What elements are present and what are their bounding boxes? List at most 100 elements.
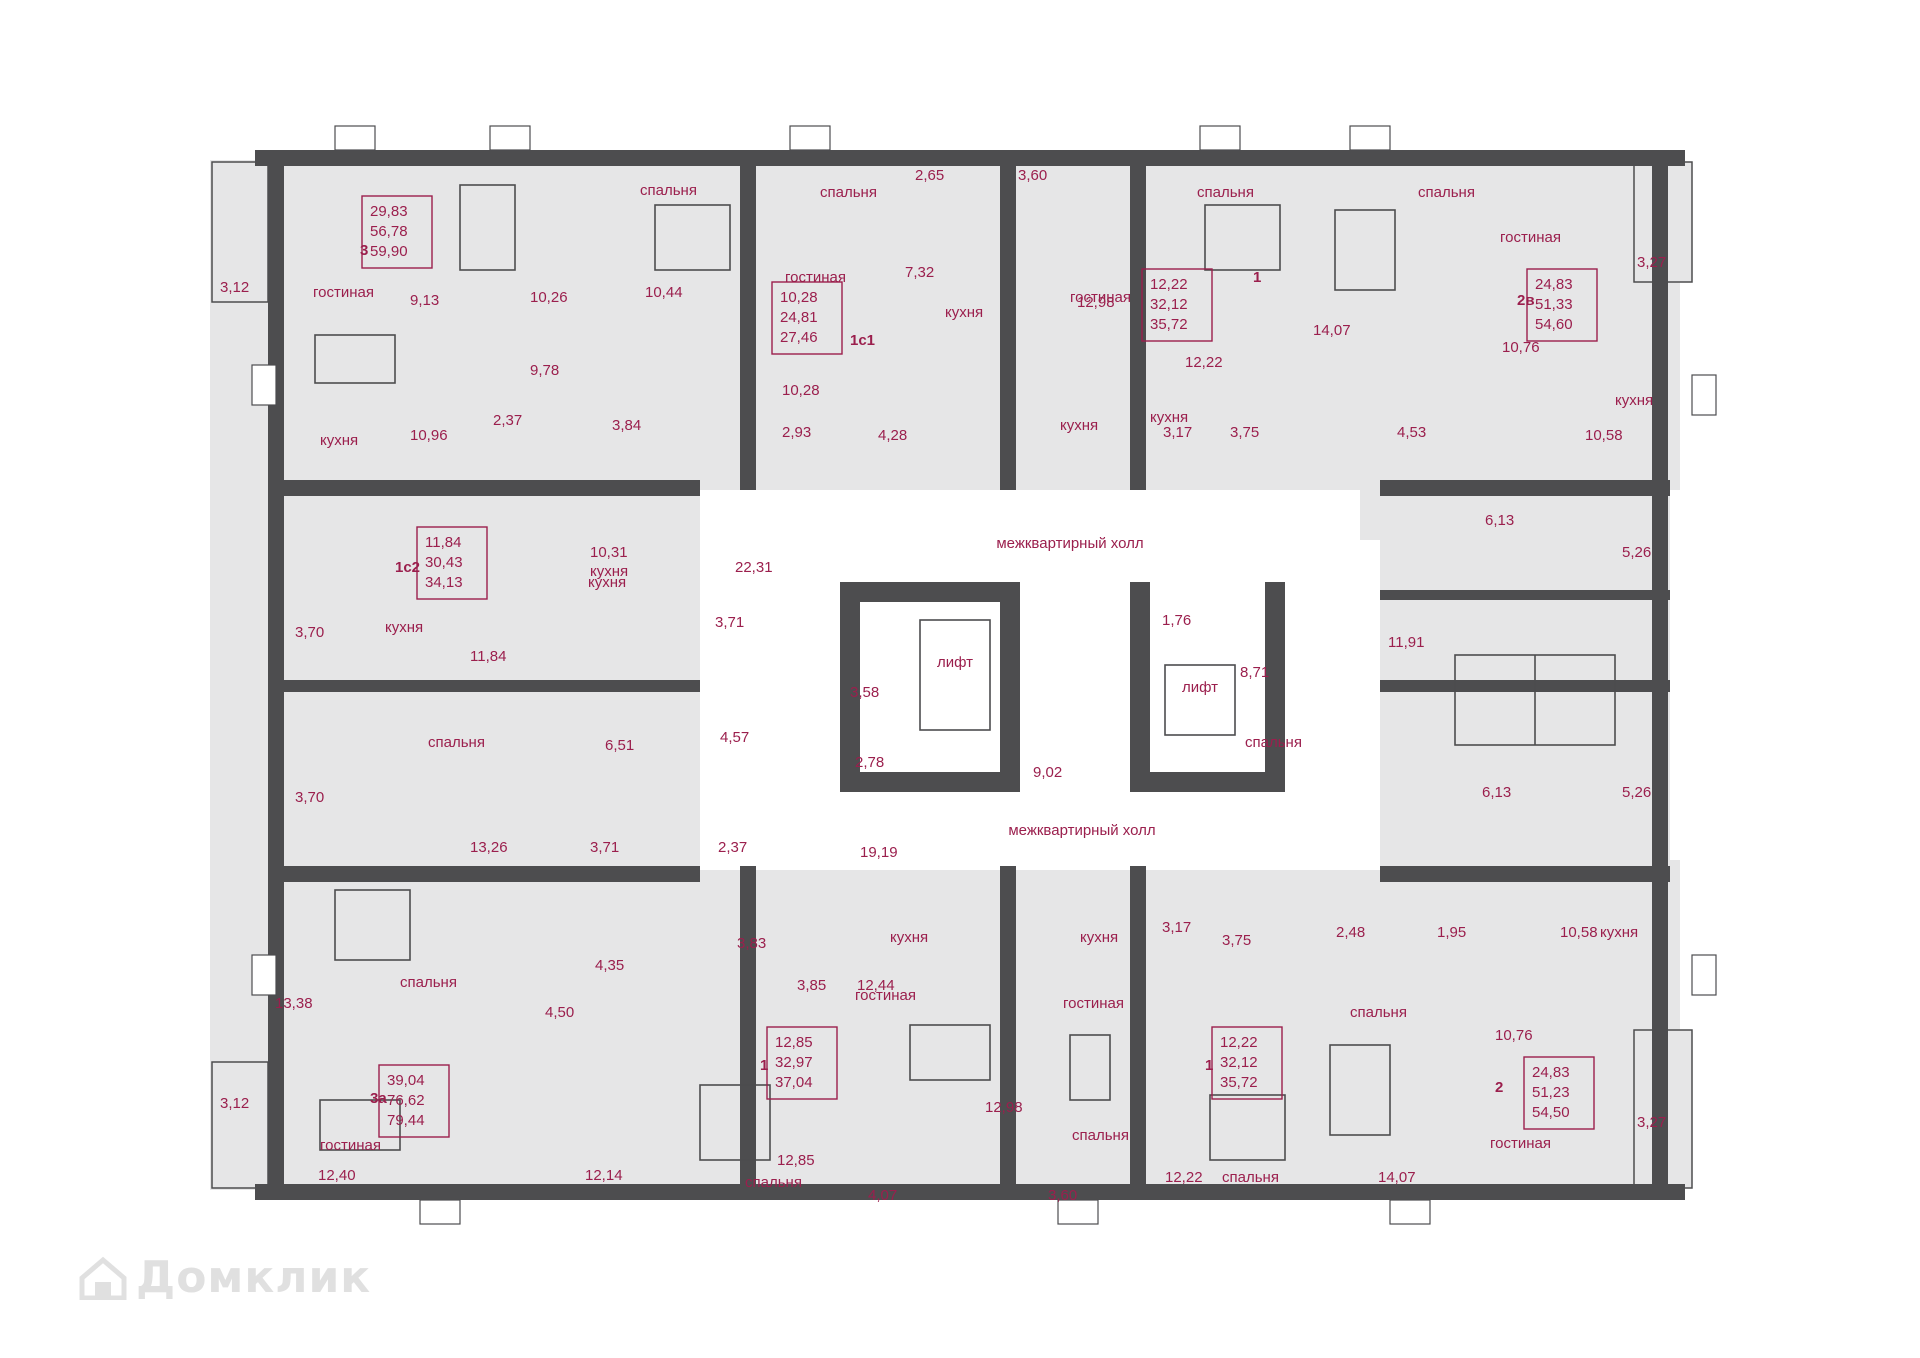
room-area: 10,96 xyxy=(410,427,448,444)
room-area: 10,76 xyxy=(1502,339,1540,356)
room-area: 9,02 xyxy=(1033,764,1062,781)
room-area: 3,84 xyxy=(612,417,641,434)
area-value: 27,46 xyxy=(780,329,818,346)
room-area: 3,83 xyxy=(737,935,766,952)
area-box xyxy=(1526,268,1598,342)
apartment-type: 2 xyxy=(1495,1079,1503,1096)
area-value: 32,97 xyxy=(775,1054,813,1071)
room-label: кухня xyxy=(1150,409,1188,426)
room-area: 5,26 xyxy=(1622,784,1651,801)
room-area: 3,70 xyxy=(295,624,324,641)
hall-label-upper: межквартирный холл xyxy=(996,535,1143,552)
room-labels: спальня спальня гостиная гостиная спальня спа… xyxy=(313,182,1653,1191)
room-label: спальня xyxy=(1350,1004,1407,1021)
room-area: 6,13 xyxy=(1482,784,1511,801)
area-value: 24,83 xyxy=(1535,276,1573,293)
area-box xyxy=(378,1064,450,1138)
lifts xyxy=(919,619,1236,736)
room-area: 12,22 xyxy=(1185,354,1223,371)
room-area: 2,48 xyxy=(1336,924,1365,941)
room-label: спальня xyxy=(428,734,485,751)
room-area: 3,70 xyxy=(295,789,324,806)
room-area: 3,60 xyxy=(1018,167,1047,184)
area-value: 37,04 xyxy=(775,1074,813,1091)
apartment-type: 1 xyxy=(1205,1057,1213,1074)
apartment-type: 1с1 xyxy=(850,332,875,349)
area-value: 54,60 xyxy=(1535,316,1573,333)
room-label: гостиная xyxy=(1070,289,1131,306)
room-label: кухня xyxy=(945,304,983,321)
windows xyxy=(251,125,1717,1225)
room-area: 12,98 xyxy=(1077,294,1115,311)
room-area: 14,07 xyxy=(1378,1169,1416,1186)
room-label: спальня xyxy=(1222,1169,1279,1186)
walls xyxy=(255,150,1685,1200)
room-label: кухня xyxy=(1060,417,1098,434)
room-area: 12,14 xyxy=(585,1167,623,1184)
room-label: кухня xyxy=(588,574,626,591)
room-label: гостиная xyxy=(313,284,374,301)
room-area: 3,60 xyxy=(1048,1187,1077,1204)
watermark: Домклик xyxy=(78,1252,371,1303)
room-area: 11,91 xyxy=(1388,634,1424,651)
area-value: 24,83 xyxy=(1532,1064,1570,1081)
room-area: 4,35 xyxy=(595,957,624,974)
area-box xyxy=(1141,268,1213,342)
room-label: кухня xyxy=(1080,929,1118,946)
room-area: 12,44 xyxy=(857,977,895,994)
room-label: спальня xyxy=(640,182,697,199)
room-area: 8,71 xyxy=(1240,664,1269,681)
area-value: 32,12 xyxy=(1220,1054,1258,1071)
room-label: гостиная xyxy=(1063,995,1124,1012)
area-value: 24,81 xyxy=(780,309,818,326)
room-area: 4,53 xyxy=(1397,424,1426,441)
room-area: 22,31 xyxy=(735,559,773,576)
room-area: 3,17 xyxy=(1163,424,1192,441)
room-area: 3,71 xyxy=(590,839,619,856)
room-label: гостиная xyxy=(1490,1135,1551,1152)
area-box xyxy=(1523,1056,1595,1130)
room-area: 3,85 xyxy=(797,977,826,994)
area-value: 59,90 xyxy=(370,243,408,260)
watermark-text: Домклик xyxy=(136,1252,372,1303)
area-value: 34,13 xyxy=(425,574,463,591)
area-value: 39,04 xyxy=(387,1072,425,1089)
room-area: 3,12 xyxy=(220,279,249,296)
area-value: 30,43 xyxy=(425,554,463,571)
room-label: спальня xyxy=(1245,734,1302,751)
room-label: кухня xyxy=(385,619,423,636)
room-label: гостиная xyxy=(320,1137,381,1154)
lift-label-1: лифт xyxy=(937,654,973,671)
room-area: 1,76 xyxy=(1162,612,1191,629)
room-area: 19,19 xyxy=(860,844,898,861)
room-area: 2,78 xyxy=(855,754,884,771)
apartment-type: 1с2 xyxy=(395,559,420,576)
room-area: 10,28 xyxy=(782,382,820,399)
room-area: 3,58 xyxy=(850,684,879,701)
area-value: 29,83 xyxy=(370,203,408,220)
area-value: 51,23 xyxy=(1532,1084,1570,1101)
room-area: 10,58 xyxy=(1585,427,1623,444)
room-area: 1,95 xyxy=(1437,924,1466,941)
area-value: 12,22 xyxy=(1150,276,1188,293)
area-box xyxy=(766,1026,838,1100)
stair xyxy=(1454,654,1616,746)
room-label: кухня xyxy=(320,432,358,449)
room-label: кухня xyxy=(590,563,628,580)
room-area: 14,07 xyxy=(1313,322,1351,339)
area-value: 10,28 xyxy=(780,289,818,306)
room-area: 4,50 xyxy=(545,1004,574,1021)
lift-label-2: лифт xyxy=(1182,679,1218,696)
room-area: 11,84 xyxy=(470,648,506,665)
room-area: 10,26 xyxy=(530,289,568,306)
room-area: 13,26 xyxy=(470,839,508,856)
apartment-2: 1с1 10,28 24,81 27,46 xyxy=(771,281,875,355)
area-box xyxy=(771,281,843,355)
room-area: 4,28 xyxy=(878,427,907,444)
